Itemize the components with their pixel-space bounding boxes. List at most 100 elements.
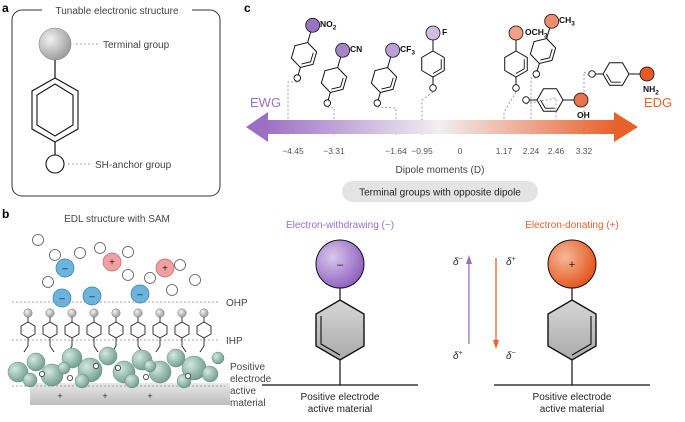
solvent-molecule: [42, 276, 54, 288]
sam-molecule: [174, 308, 190, 353]
svg-text:–: –: [137, 290, 143, 301]
anchor-atom: [115, 364, 122, 371]
dipole-tick-label: −1.64: [385, 146, 407, 156]
electrode-particle: [26, 352, 46, 372]
sam-molecule: [196, 308, 212, 353]
solvent-molecule: [122, 269, 134, 281]
electrode-particle: [74, 373, 90, 389]
anion: –: [82, 286, 102, 306]
solvent-molecule: [94, 242, 106, 254]
electrode-particle: [143, 359, 157, 373]
solvent-molecule: [32, 234, 44, 246]
dipole-tick-label: 1.17: [496, 146, 513, 156]
left-electrode-line1: Positive electrode: [301, 392, 380, 403]
benzene-ring-a: [31, 77, 79, 143]
donating-ring-inner: [571, 316, 592, 356]
opposite-dipole-pill: [342, 181, 538, 202]
panel-a-letter: a: [2, 1, 9, 15]
withdrawing-ring-inner: [320, 316, 341, 356]
sam-molecule: [86, 308, 102, 353]
panel-a: a Tunable electronic structure Terminal …: [2, 1, 221, 197]
molecule-och3: OCH3: [503, 25, 548, 135]
electrode-label-line1: Positive: [230, 362, 265, 373]
sh-anchor-ball: [45, 154, 65, 174]
delta-plus-top: δ+: [506, 256, 516, 268]
anion: –: [55, 258, 75, 278]
anion: –: [130, 284, 150, 304]
benzene-ring-a-inner: [36, 83, 74, 137]
terminal-group-label: OCH3: [525, 27, 548, 40]
terminal-group-label: Terminal group: [103, 40, 170, 51]
electrode-particle: [7, 361, 29, 383]
sam-molecule: [108, 308, 124, 353]
electrode-particles: [7, 346, 225, 389]
terminal-group-label: CH3: [559, 15, 575, 28]
dipole-tick-label: 2.46: [548, 146, 565, 156]
delta-plus-bottom: δ+: [453, 350, 463, 362]
electrode-particle: [57, 361, 71, 375]
surface-plus-2: +: [102, 391, 107, 401]
anchor-atom: [67, 374, 74, 381]
dipole-tick-label: 3.32: [576, 146, 593, 156]
electrode-particle: [22, 372, 38, 388]
terminal-group-label: NO2: [320, 19, 337, 32]
electrode-label-line4: material: [230, 398, 266, 409]
withdrawing-label: Electron-withdrawing (−): [286, 220, 394, 231]
surface-plus-1: +: [57, 391, 62, 401]
sam-molecule: [42, 308, 58, 353]
dipole-gradient-bar: [262, 120, 617, 134]
terminal-group-label: NH2: [643, 84, 659, 97]
edg-arrowhead: [614, 112, 638, 142]
molecule-no2: NO2: [287, 17, 337, 135]
panel-b: b EDL structure with SAM –++––– OHP IHP …: [2, 207, 272, 409]
panel-b-letter: b: [2, 207, 9, 221]
svg-text:+: +: [109, 258, 115, 269]
sam-molecule: [64, 308, 80, 353]
cation: +: [155, 258, 175, 278]
sam-molecule: [20, 308, 36, 353]
delta-minus-top: δ−: [453, 256, 463, 268]
ewg-label: EWG: [250, 95, 281, 110]
electrode-label-line3: active: [230, 386, 257, 397]
anchor-atom: [184, 372, 191, 379]
left-electrode-line2: active material: [308, 404, 372, 415]
panel-a-title-bg: [42, 4, 192, 16]
electrode-particle: [211, 351, 225, 365]
orange-dipole-head: [493, 340, 499, 349]
molecule-oh: OH: [522, 88, 590, 135]
donating-ring: [547, 299, 597, 361]
solvent-molecule: [174, 259, 186, 271]
edg-label: EDG: [644, 95, 672, 110]
dipole-tick-label: 0: [458, 146, 463, 156]
anchor-atom: [39, 370, 46, 377]
donating-sign: +: [569, 259, 575, 271]
withdrawing-ring: [315, 299, 365, 361]
molecule-cn: CN: [320, 42, 362, 135]
solvent-molecule: [122, 246, 134, 258]
sam-layer: [20, 308, 212, 353]
electrode-particle: [166, 348, 186, 368]
svg-text:+: +: [162, 264, 168, 275]
electrode-particle: [124, 373, 140, 389]
solvent-molecule: [144, 272, 156, 284]
svg-text:–: –: [89, 292, 95, 303]
ohp-label: OHP: [226, 298, 248, 309]
electrolyte-ions: –++–––: [32, 234, 201, 308]
solvent-molecule: [74, 247, 86, 259]
sh-anchor-label: SH-anchor group: [95, 160, 172, 171]
electrode-base: [30, 383, 230, 405]
donating-label: Electron-donating (+): [525, 220, 619, 231]
solvent-molecule: [189, 274, 201, 286]
delta-minus-bottom: δ−: [506, 350, 516, 362]
withdrawing-sign: –: [337, 259, 344, 271]
anchor-atom: [93, 362, 100, 369]
ewg-arrowhead: [246, 112, 268, 142]
dipole-tick-label: −0.95: [411, 146, 433, 156]
solvent-molecule: [166, 284, 178, 296]
electrode-particle: [201, 365, 219, 383]
panel-a-title: Tunable electronic structure: [55, 6, 178, 17]
